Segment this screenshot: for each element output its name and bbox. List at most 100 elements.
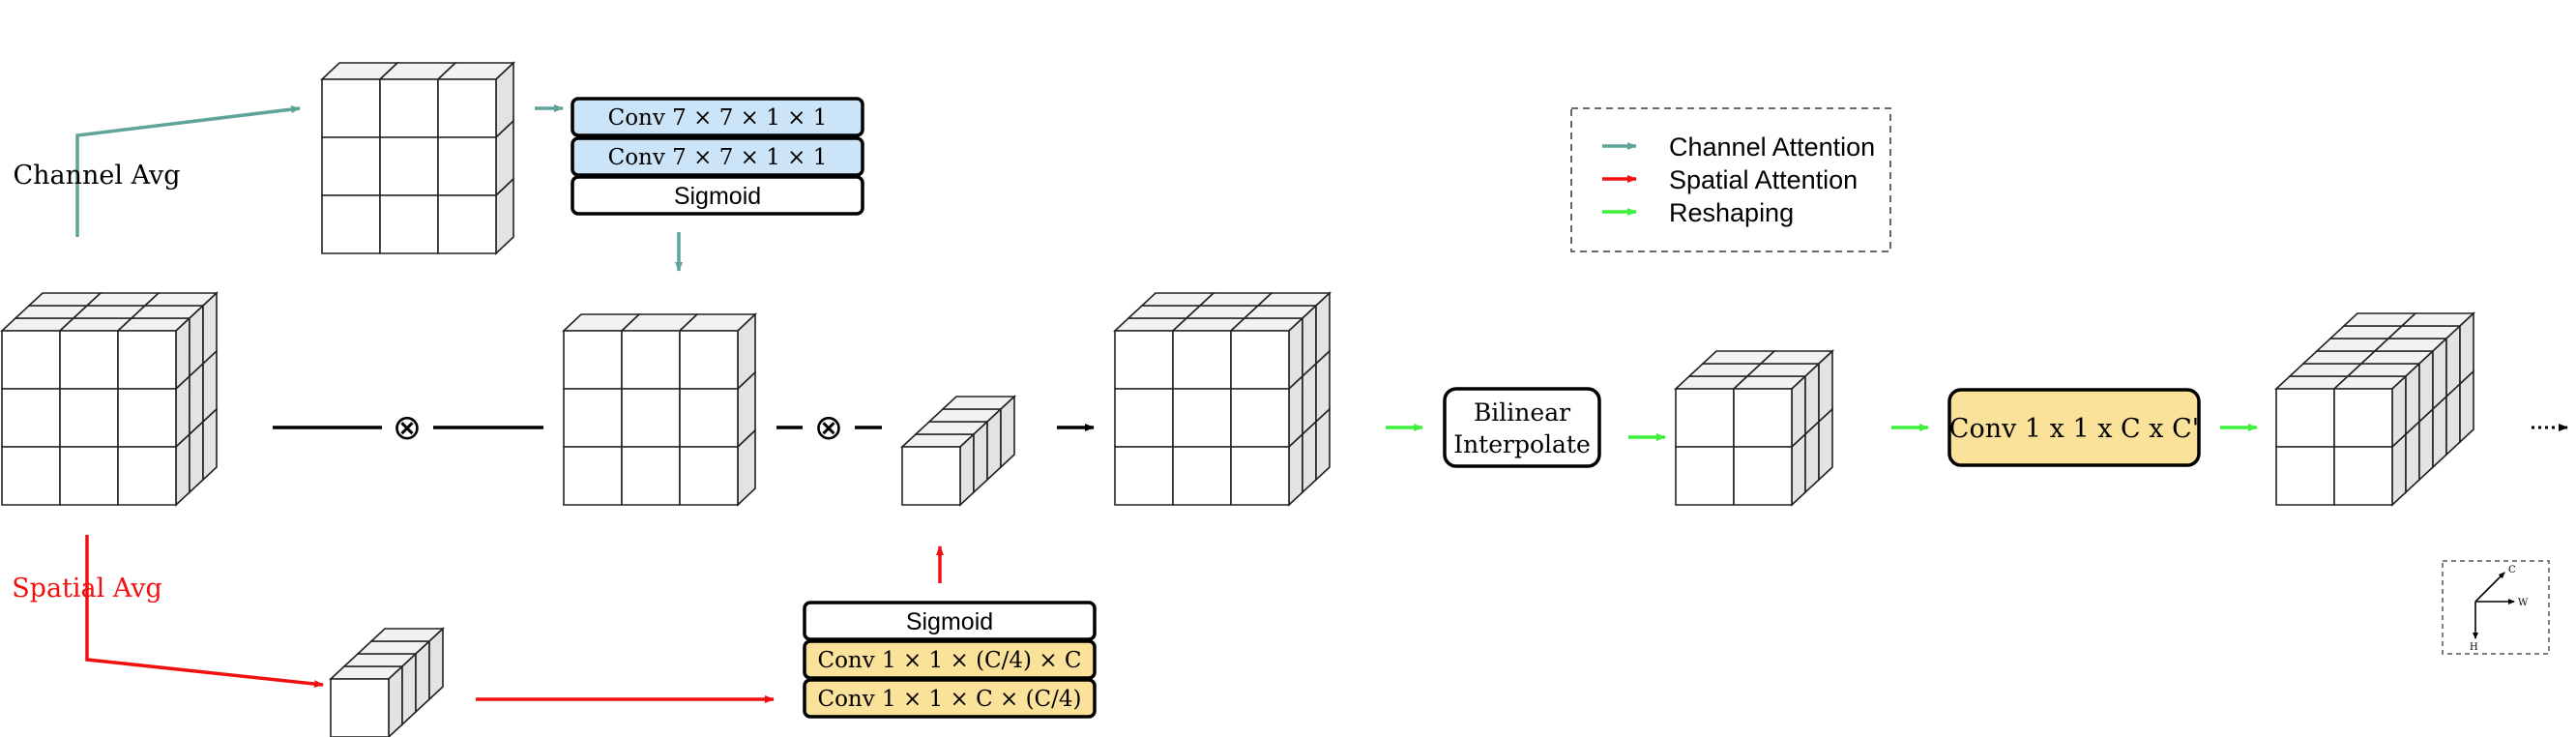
cube-side-cell [973,420,988,494]
cube-front-cell [437,78,497,138]
cube-side-cell [959,432,975,507]
conv-final-box [1947,388,2201,467]
cube-side-cell [1000,395,1015,469]
legend-spatial-label: Spatial Attention [1669,165,1858,194]
cube-side-cell [1315,407,1331,482]
cube-front-cell [679,446,739,506]
spatial-attention-branch: Spatial Avg Sigmoid Conv 1 × 1 × (C/4) ×… [12,535,1097,719]
cube-front-cell [1230,330,1290,390]
cube-front-cell [59,388,119,448]
spatial-conv-label-2: Conv 1 × 1 × C × (C/4) [817,687,1081,712]
cube-side-cell [401,652,417,726]
cube-side-cell [2391,432,2407,507]
channel-conv-box-2 [571,136,864,177]
spatial-sigmoid-label: Sigmoid [906,608,993,635]
cube-front-cell [379,194,439,254]
conv-final-label: Conv 1 x 1 x C x C' [1949,414,2199,444]
cube-front-cell [437,194,497,254]
cube-front-cell [1172,330,1232,390]
cube-front-cell [2333,388,2393,448]
cube-front-cell [321,78,381,138]
legend-frame [1570,107,1891,252]
cube-front-cell [1114,330,1174,390]
cube-side-cell [2432,395,2447,469]
cube-front-cell [379,78,439,138]
cube-side-cell [986,407,1002,482]
cube-front-cell [1230,446,1290,506]
cube-front-cell [59,446,119,506]
legend-channel-label: Channel Attention [1669,133,1875,162]
cube-front-cell [2275,388,2335,448]
output-cube [2273,311,2476,507]
axes-key: C W H [2442,560,2550,655]
axis-h-label: H [2470,642,2478,653]
legend-reshape-label: Reshaping [1669,198,1794,227]
channel-sigmoid-box [571,175,864,216]
cube-front-cell [1114,446,1174,506]
cube-front-cell [563,446,623,506]
axis-c-label: C [2508,565,2516,575]
spatial-conv-label-1: Conv 1 × 1 × (C/4) × C [817,648,1081,673]
cube-side-cell [202,407,218,482]
cube-front-cell [621,446,681,506]
cube-front-cell [621,388,681,448]
cube-front-cell [1675,446,1735,506]
spatial-avg-label: Spatial Avg [12,574,162,604]
axes-key-frame [2442,560,2550,655]
cube-side-cell [1804,420,1820,494]
cube-front-cell [321,194,381,254]
cube-front-cell [1733,388,1793,448]
cube-front-cell [1114,388,1174,448]
legend: Channel Attention Spatial Attention Resh… [1570,107,1891,252]
cube-front-cell [563,330,623,390]
cube-front-cell [2333,446,2393,506]
cube-front-cell [437,136,497,196]
cube-side-cell [2418,407,2434,482]
cube-side-cell [428,627,444,701]
spatial-avg-arrow [85,535,324,689]
interpolated-cube [1673,349,1835,507]
main-flow: ⊗ ⊗ Bilinear Interpolate Conv 1 x 1 x C … [273,387,2568,468]
channel-avg-map [319,61,516,255]
cube-side-cell [2459,369,2474,444]
bilinear-label-line1: Bilinear [1474,398,1570,427]
axis-c-arrow [2474,572,2505,603]
cube-front-cell [621,330,681,390]
cube-front-cell [1733,446,1793,506]
channel-conv-label-2: Conv 7 × 7 × 1 × 1 [608,145,828,170]
cube-front-cell [1675,388,1735,448]
cube-side-cell [1302,420,1317,494]
cube-side-cell [1288,432,1303,507]
cube-front-cell [330,678,390,737]
cube-side-cell [189,420,204,494]
spatial-conv-box-2 [803,678,1097,719]
cube-front-cell [1,388,61,448]
spatial-sigmoid-box [803,601,1097,641]
cube-front-cell [1172,446,1232,506]
channel-attended-map [561,312,758,507]
cube-side-cell [388,664,403,737]
channel-attention-branch: Channel Avg Conv 7 × 7 × 1 × 1 Conv 7 × … [13,97,864,272]
cube-side-cell [2405,420,2420,494]
cube-front-cell [59,330,119,390]
cube-front-cell [117,388,177,448]
spatial-weight-vector [899,395,1017,507]
channel-conv-label-1: Conv 7 × 7 × 1 × 1 [608,105,828,131]
cube-side-cell [415,639,430,714]
channel-sigmoid-label: Sigmoid [674,183,761,210]
bilinear-label-line2: Interpolate [1453,430,1591,458]
cube-side-cell [175,432,190,507]
channel-avg-label: Channel Avg [13,161,180,191]
channel-avg-arrow [75,105,301,237]
attention-output-cube [1112,291,1332,507]
cube-front-cell [1230,388,1290,448]
cube-front-cell [901,446,961,506]
spatial-conv-box-1 [803,639,1097,680]
cube-front-cell [679,388,739,448]
cube-front-cell [1172,388,1232,448]
cube-side-cell [2445,382,2461,457]
feature-map-cubes [0,61,2476,737]
cube-front-cell [117,446,177,506]
cube-front-cell [379,136,439,196]
